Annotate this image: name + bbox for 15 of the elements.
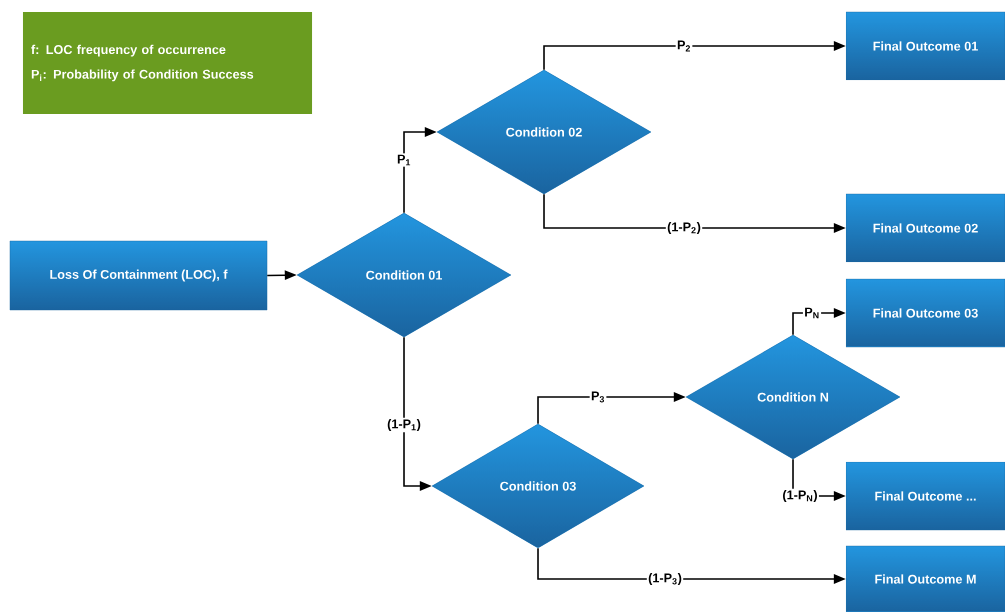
edge-label: P$_{2}$ — [675, 39, 693, 53]
legend-box: f: LOC frequency of occurrence P$_{i}$: Probability of Condition Success — [22, 12, 313, 114]
outcome-box: Final Outcome ... — [845, 461, 1005, 531]
edge-label: P$_{3}$ — [589, 390, 607, 404]
outcome-box: Final Outcome 03 — [845, 278, 1005, 348]
outcome-box: Final Outcome 01 — [845, 11, 1005, 81]
edge-label: P$_{N}$ — [802, 306, 822, 320]
event-box: Loss Of Containment (LOC), f — [9, 240, 268, 311]
edge-label: P$_{1}$ — [395, 153, 413, 167]
outcome-box: Final Outcome M — [845, 545, 1005, 612]
edge-label: (1-P$_{1}$) — [385, 417, 423, 433]
edge-label: (1-P$_{3}$) — [646, 571, 684, 587]
edge-label: (1-P$_{N}$) — [781, 488, 819, 504]
outcome-box: Final Outcome 02 — [845, 193, 1005, 263]
edge-label: (1-P$_{2}$) — [665, 220, 703, 236]
